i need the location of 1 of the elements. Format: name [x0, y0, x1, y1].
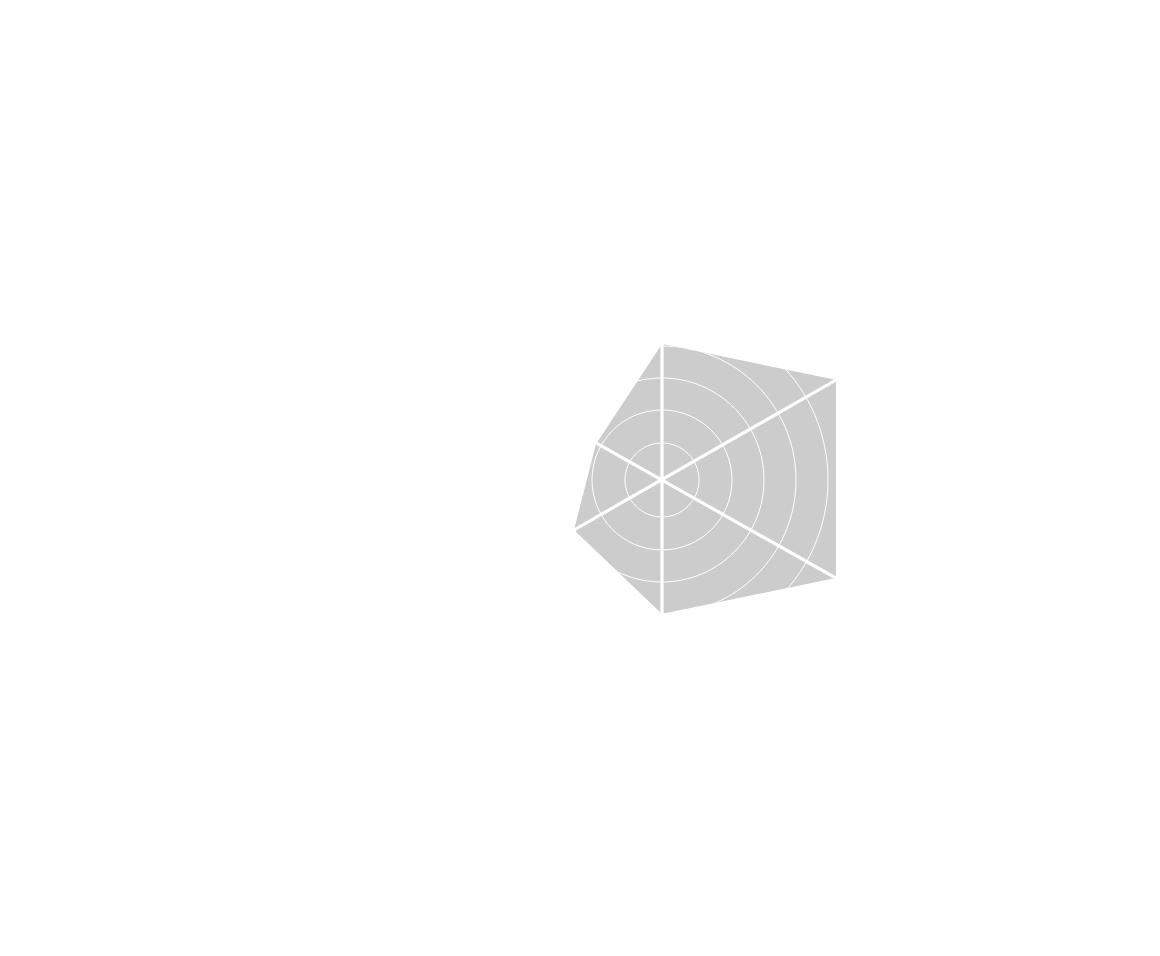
radar-drawing	[574, 343, 836, 614]
